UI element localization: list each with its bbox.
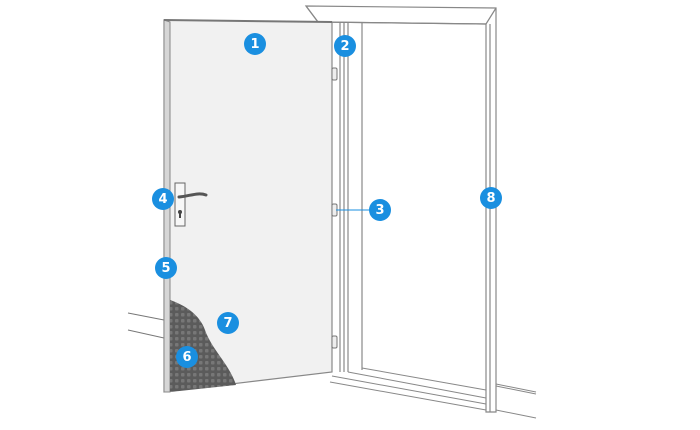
hinges bbox=[331, 67, 338, 349]
callout-badge-2[interactable]: 2 bbox=[334, 35, 356, 57]
callout-badge-4[interactable]: 4 bbox=[152, 188, 174, 210]
callout-badge-7[interactable]: 7 bbox=[217, 312, 239, 334]
lever-handle bbox=[174, 182, 208, 227]
callout-badge-5[interactable]: 5 bbox=[155, 257, 177, 279]
callout-badge-6[interactable]: 6 bbox=[176, 346, 198, 368]
door-jamb bbox=[339, 22, 363, 372]
floor-lines-left bbox=[127, 312, 165, 339]
door-leaf bbox=[163, 19, 333, 393]
callout-badge-8[interactable]: 8 bbox=[480, 187, 502, 209]
door-core-cutaway bbox=[170, 300, 236, 392]
callout-badge-1[interactable]: 1 bbox=[244, 33, 266, 55]
callout-badge-3[interactable]: 3 bbox=[369, 199, 391, 221]
threshold bbox=[329, 367, 537, 419]
